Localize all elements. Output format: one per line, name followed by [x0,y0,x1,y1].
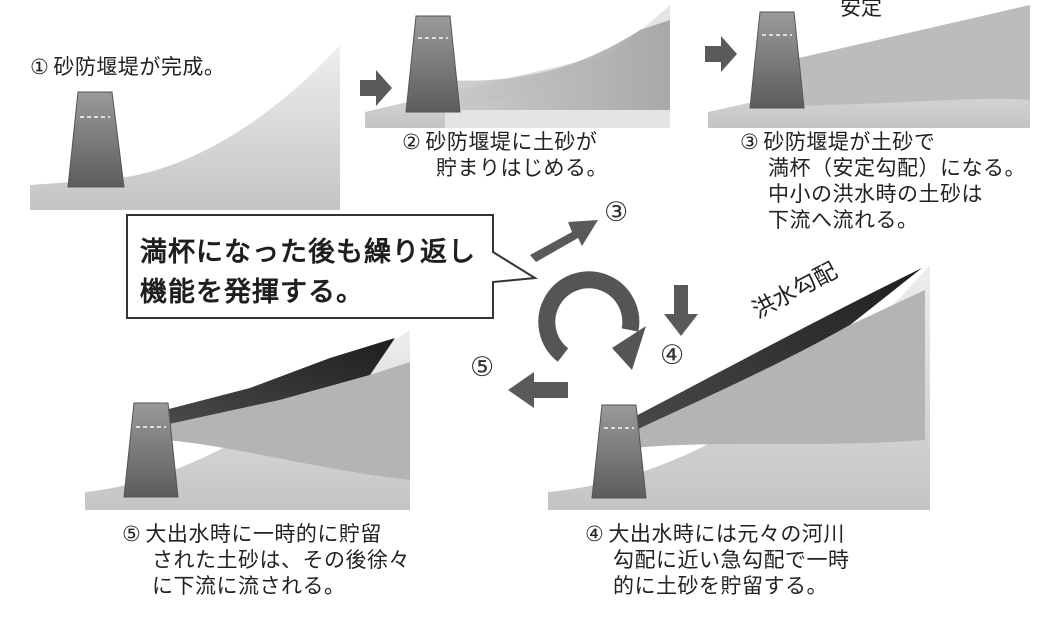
caption-4-line-3: 的に土砂を貯留する。 [613,574,828,598]
sediment-4 [632,290,925,448]
arrow-to-3 [530,220,598,262]
flood-sediment-4 [632,268,922,432]
panel-1-terrain [30,45,340,210]
dam-4 [591,404,647,499]
panel-4-terrain [548,265,930,510]
label-stable: 安定 [840,0,882,20]
panel-5-terrain [85,330,410,510]
flood-sediment-5 [165,338,395,425]
arrow-to-4 [664,285,698,336]
cycle-step-3: ③ [604,197,629,228]
bubble-line-2: 機能を発揮する。 [140,277,364,308]
arrow-2-to-3 [705,36,737,72]
cycle-step-5: ⑤ [470,352,495,383]
caption-3-line-4: 下流へ流れる。 [768,208,919,232]
dam-5 [123,402,179,498]
cycle-step-4: ④ [660,340,685,371]
panel-2-terrain [365,5,670,128]
dam-1 [67,91,125,188]
dam-3 [749,11,805,109]
bubble-text: 満杯になった後も繰り返し機能を発揮する。 [140,233,476,313]
caption-2-line-2: 貯まりはじめる。 [436,156,608,180]
dam-2 [405,15,461,113]
sediment-3 [790,5,1030,106]
arrow-1-to-2 [360,70,392,106]
caption-3-line-2: 満杯（安定勾配）になる。 [768,156,1026,180]
caption-5-line-3: に下流に流される。 [152,574,346,598]
cycle-arrow [538,271,646,370]
panel-3-terrain [708,5,1030,128]
sediment-5 [165,362,410,480]
sediment-2 [445,20,670,110]
caption-4-line-2: 勾配に近い急勾配で一時 [613,548,850,572]
arrow-to-5 [508,372,568,408]
bubble-line-1: 満杯になった後も繰り返し [140,237,476,268]
caption-3-line-3: 中小の洪水時の土砂は [768,182,983,206]
caption-5-line-2: された土砂は、その後徐々 [152,548,410,572]
speech-bubble [126,214,539,319]
